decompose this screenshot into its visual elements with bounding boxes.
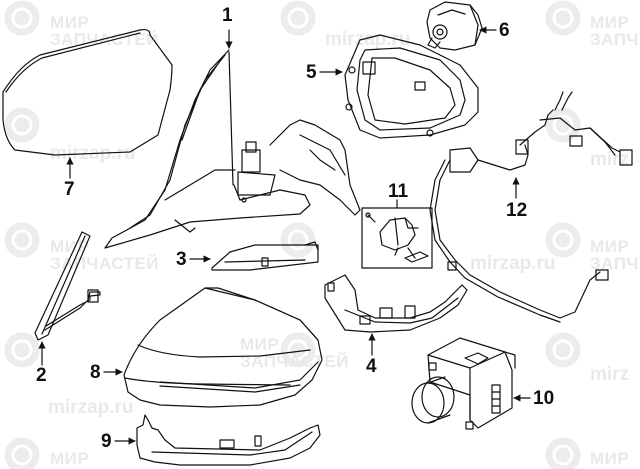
part-4-turn-signal-housing[interactable] <box>324 274 468 333</box>
part-12-wiring-harness[interactable] <box>429 91 633 323</box>
callout-7[interactable]: 7 <box>64 179 75 200</box>
leader-lines <box>38 26 531 445</box>
part-2-seal-bracket[interactable] <box>34 231 101 341</box>
part-1-mirror-assembly[interactable] <box>104 49 361 249</box>
part-6-motor[interactable] <box>426 1 483 51</box>
callout-10[interactable]: 10 <box>533 388 555 409</box>
watermark-logo-icon <box>545 222 581 258</box>
callout-2[interactable]: 2 <box>36 365 47 386</box>
watermark-logo-icon <box>4 107 40 143</box>
part-11-puddle-lamp-kit[interactable] <box>361 199 433 269</box>
part-5-housing-frame[interactable] <box>344 34 479 139</box>
part-9-turn-signal-lamp[interactable] <box>136 414 321 466</box>
watermark-logo-icon <box>4 437 40 469</box>
callout-12[interactable]: 12 <box>506 200 528 221</box>
callout-8[interactable]: 8 <box>90 362 101 383</box>
part-3-lower-cover[interactable] <box>211 241 319 271</box>
callout-3[interactable]: 3 <box>176 249 187 270</box>
watermark-logo-icon <box>545 0 581 36</box>
watermark-logo-icon <box>545 332 581 368</box>
watermark-logo-icon <box>280 332 316 368</box>
watermark-logo-icon <box>545 437 581 469</box>
callout-5[interactable]: 5 <box>306 62 317 83</box>
watermark-logo-icon <box>4 332 40 368</box>
watermark-logo-icon <box>280 0 316 36</box>
part-7-mirror-glass[interactable] <box>2 28 173 156</box>
watermark-logo-icon <box>4 222 40 258</box>
watermark-logo-icon <box>4 0 40 36</box>
callout-6[interactable]: 6 <box>499 20 510 41</box>
callout-1[interactable]: 1 <box>222 5 233 26</box>
part-8-mirror-cap[interactable] <box>123 287 323 408</box>
callout-11[interactable]: 11 <box>388 181 409 202</box>
watermark-logo-icon <box>280 222 316 258</box>
callout-4[interactable]: 4 <box>366 356 377 377</box>
callout-9[interactable]: 9 <box>101 431 112 452</box>
part-10-camera[interactable] <box>411 337 516 430</box>
